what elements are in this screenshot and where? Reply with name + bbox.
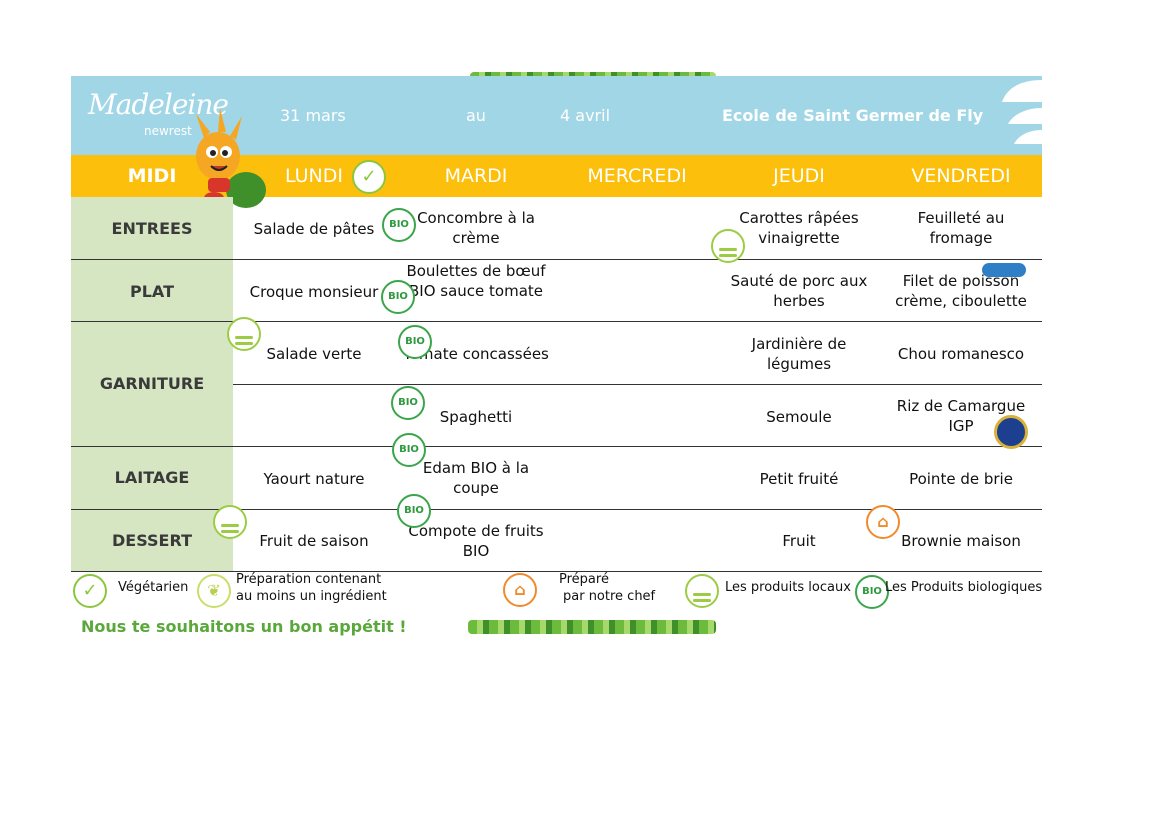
bio-icon: BIO [391, 386, 425, 420]
house-icon: ⌂ [503, 573, 537, 607]
field-icon [213, 505, 247, 539]
date-separator: au [466, 106, 486, 125]
menu-cell: Sauté de porc aux herbes [730, 272, 868, 310]
bio-icon: BIO [382, 208, 416, 242]
field-icon [227, 317, 261, 351]
mascot-character [196, 108, 266, 208]
menu-cell: Riz de Camargue IGP [896, 397, 1026, 435]
legend-bio: Les Produits biologiques [885, 580, 1043, 595]
menu-cell: Yaourt nature [263, 470, 365, 488]
row-label-garniture: GARNITURE [99, 374, 205, 393]
legend-partial-line1: Préparation contenant [236, 572, 382, 587]
legend-chef-line1: Préparé [559, 572, 609, 587]
menu-cell: Edam BIO à la coupe [422, 459, 530, 497]
leaf-icon: ❦ [197, 574, 231, 608]
house-icon: ⌂ [866, 505, 900, 539]
legend-partial-line2: au moins un ingrédient [236, 589, 387, 604]
menu-cell: Filet de poisson crème, ciboulette [895, 272, 1027, 310]
menu-cell: Tomate concassées [403, 345, 549, 363]
menu-cell: Compote de fruits BIO [408, 522, 544, 560]
greeting-message: Nous te souhaitons un bon appétit ! [81, 617, 407, 636]
bio-icon: BIO [397, 494, 431, 528]
field-icon [711, 229, 745, 263]
day-mardi: MARDI [444, 165, 508, 187]
date-to: 4 avril [560, 106, 611, 125]
menu-cell: Fruit de saison [259, 532, 369, 550]
menu-cell: Salade de pâtes [253, 220, 375, 238]
day-mercredi: MERCREDI [587, 165, 687, 187]
day-lundi: LUNDI [285, 165, 343, 187]
field-icon [685, 574, 719, 608]
menu-cell: Chou romanesco [897, 345, 1025, 363]
day-jeudi: JEUDI [773, 165, 825, 187]
midi-label: MIDI [127, 165, 177, 187]
row-label-plat: PLAT [130, 282, 174, 301]
school-name: Ecole de Saint Germer de Fly [722, 106, 984, 125]
row-divider [71, 509, 1042, 510]
menu-cell: Brownie maison [901, 532, 1021, 550]
bio-icon: BIO [381, 280, 415, 314]
menu-cell: Petit fruité [759, 470, 839, 488]
bio-icon: BIO [398, 325, 432, 359]
bio-icon: BIO [855, 575, 889, 609]
bottom-leaf-garland [468, 620, 716, 634]
legend-chef-line2: par notre chef [563, 589, 656, 604]
menu-cell: Pointe de brie [909, 470, 1013, 488]
bio-icon: BIO [392, 433, 426, 467]
menu-cell: Salade verte [266, 345, 362, 363]
menu-cell: Fruit [782, 532, 816, 550]
menu-cell: Spaghetti [439, 408, 513, 426]
menu-cell: Jardinière de légumes [751, 335, 847, 373]
menu-cell: Carottes râpées vinaigrette [739, 209, 859, 247]
row-divider [71, 571, 1042, 572]
vegetarian-icon: ✓ [73, 574, 107, 608]
vegetarian-icon-lundi: ✓ [352, 160, 386, 194]
menu-cell: Boulettes de bœuf BIO sauce tomate [406, 262, 546, 300]
igp-label-icon [994, 415, 1028, 449]
msc-label-icon [982, 263, 1026, 277]
brand-logo: Madeleine [88, 88, 229, 121]
row-label-dessert: DESSERT [112, 531, 192, 550]
date-from: 31 mars [280, 106, 346, 125]
row-divider [71, 259, 1042, 260]
row-divider [71, 321, 1042, 322]
row-divider [233, 384, 1042, 385]
row-divider [71, 446, 1042, 447]
wave-decoration [1002, 80, 1042, 144]
row-label-laitage: LAITAGE [114, 468, 190, 487]
legend-vegetarian: Végétarien [118, 580, 189, 595]
legend-local: Les produits locaux [725, 580, 851, 595]
menu-cell: Feuilleté au fromage [917, 209, 1005, 247]
day-vendredi: VENDREDI [911, 165, 1011, 187]
brand-subtitle: newrest [144, 124, 192, 138]
menu-cell: Semoule [766, 408, 832, 426]
row-label-entrees: ENTREES [111, 219, 193, 238]
menu-cell: Concombre à la crème [417, 209, 535, 247]
menu-cell: Croque monsieur [249, 283, 379, 301]
